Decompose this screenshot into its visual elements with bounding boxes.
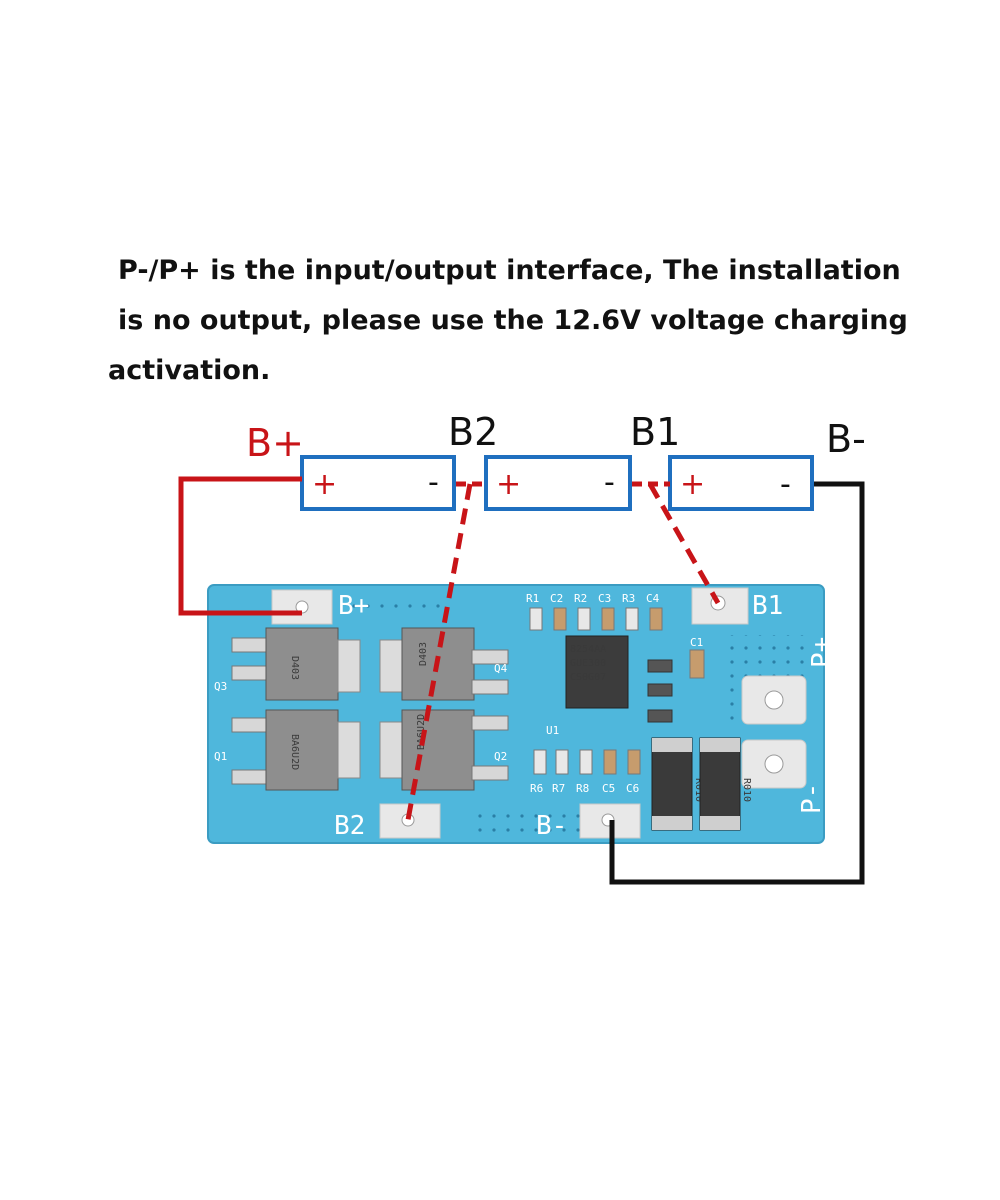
- smd-top-row: [529, 607, 663, 631]
- designator-q4: Q4: [494, 662, 508, 675]
- wires: [178, 476, 865, 885]
- cell-1-minus: -: [428, 465, 439, 500]
- label-b-minus: B-: [826, 417, 866, 461]
- designator-r7: R7: [552, 782, 565, 795]
- designator-c1: C1: [690, 636, 703, 649]
- instruction-line-1: P-/P+ is the input/output interface, The…: [118, 255, 901, 286]
- label-b1: B1: [630, 410, 680, 454]
- label-b2: B2: [448, 410, 498, 454]
- smd-bottom-row: [533, 649, 705, 775]
- designator-r2: R2: [574, 592, 587, 605]
- mosfet-q1: BA6U2D: [231, 709, 361, 791]
- wire-b-plus: [178, 476, 302, 616]
- shunt-2-marking: R010: [741, 778, 752, 802]
- designator-r1: R1: [526, 592, 539, 605]
- ic-marking-2: GUE300: [570, 658, 606, 669]
- shunt-1-marking: R010: [693, 778, 704, 802]
- pad-p-plus-hole: [764, 690, 784, 710]
- cell-3-minus: -: [780, 467, 791, 502]
- instruction-text: P-/P+ is the input/output interface, The…: [108, 246, 928, 396]
- designator-q1: Q1: [214, 750, 227, 763]
- cell-1: [300, 455, 456, 511]
- designator-c2: C2: [550, 592, 563, 605]
- pad-label-p-plus: P+: [807, 637, 837, 668]
- designator-c4: C4: [646, 592, 660, 605]
- pad-p-minus-hole: [764, 754, 784, 774]
- mosfet-q1-marking: BA6U2D: [289, 734, 300, 770]
- designator-q3: Q3: [214, 680, 227, 693]
- battery-cells: + - + - + -: [300, 455, 814, 511]
- bms-board: B+ B1 B2 B- P+ P- D403 BA6U2D: [207, 584, 837, 844]
- wire-b-minus: [609, 481, 865, 885]
- mosfet-q3: D403: [231, 627, 361, 701]
- pad-label-b2: B2: [334, 811, 365, 841]
- designator-c5: C5: [602, 782, 615, 795]
- pcb-via-area-top: [350, 598, 450, 616]
- shunt-resistor-2: R010: [699, 737, 752, 831]
- designator-c6: C6: [626, 782, 639, 795]
- pcb-via-area-bottom: [470, 808, 590, 832]
- wire-b2: [405, 483, 473, 821]
- designator-q2: Q2: [494, 750, 507, 763]
- cell-2-minus: -: [604, 465, 615, 500]
- label-b-plus: B+: [246, 421, 304, 465]
- mosfet-q3-marking: D403: [289, 656, 300, 680]
- mosfet-q2-marking: BA6U2D: [416, 714, 427, 750]
- mosfet-q4-marking: D403: [418, 642, 429, 666]
- pad-label-p-minus: P-: [797, 783, 827, 814]
- mosfet-q2: BA6U2D: [379, 709, 509, 791]
- cell-2: [484, 455, 632, 511]
- designator-r6: R6: [530, 782, 543, 795]
- wire-b1: [647, 482, 721, 605]
- pad-label-b1: B1: [752, 591, 783, 621]
- ic-marking-3: CS0G07: [570, 672, 606, 683]
- pad-label-b-minus: B-: [536, 811, 567, 841]
- instruction-line-2: is no output, please use the 12.6V volta…: [118, 305, 908, 336]
- cell-1-plus: +: [312, 467, 337, 502]
- designator-u1: U1: [546, 724, 559, 737]
- pad-label-b-plus: B+: [338, 591, 369, 621]
- cell-3-plus: +: [680, 467, 705, 502]
- instruction-line-3: activation.: [108, 355, 271, 386]
- cell-2-plus: +: [496, 467, 521, 502]
- shunt-resistor-1: R010: [651, 737, 704, 831]
- ic-marking-1: 8254AA: [570, 644, 606, 655]
- designator-c3: C3: [598, 592, 611, 605]
- designator-r3: R3: [622, 592, 635, 605]
- designator-r8: R8: [576, 782, 589, 795]
- protection-ic-u1: 8254AA GUE300 CS0G07: [565, 635, 629, 709]
